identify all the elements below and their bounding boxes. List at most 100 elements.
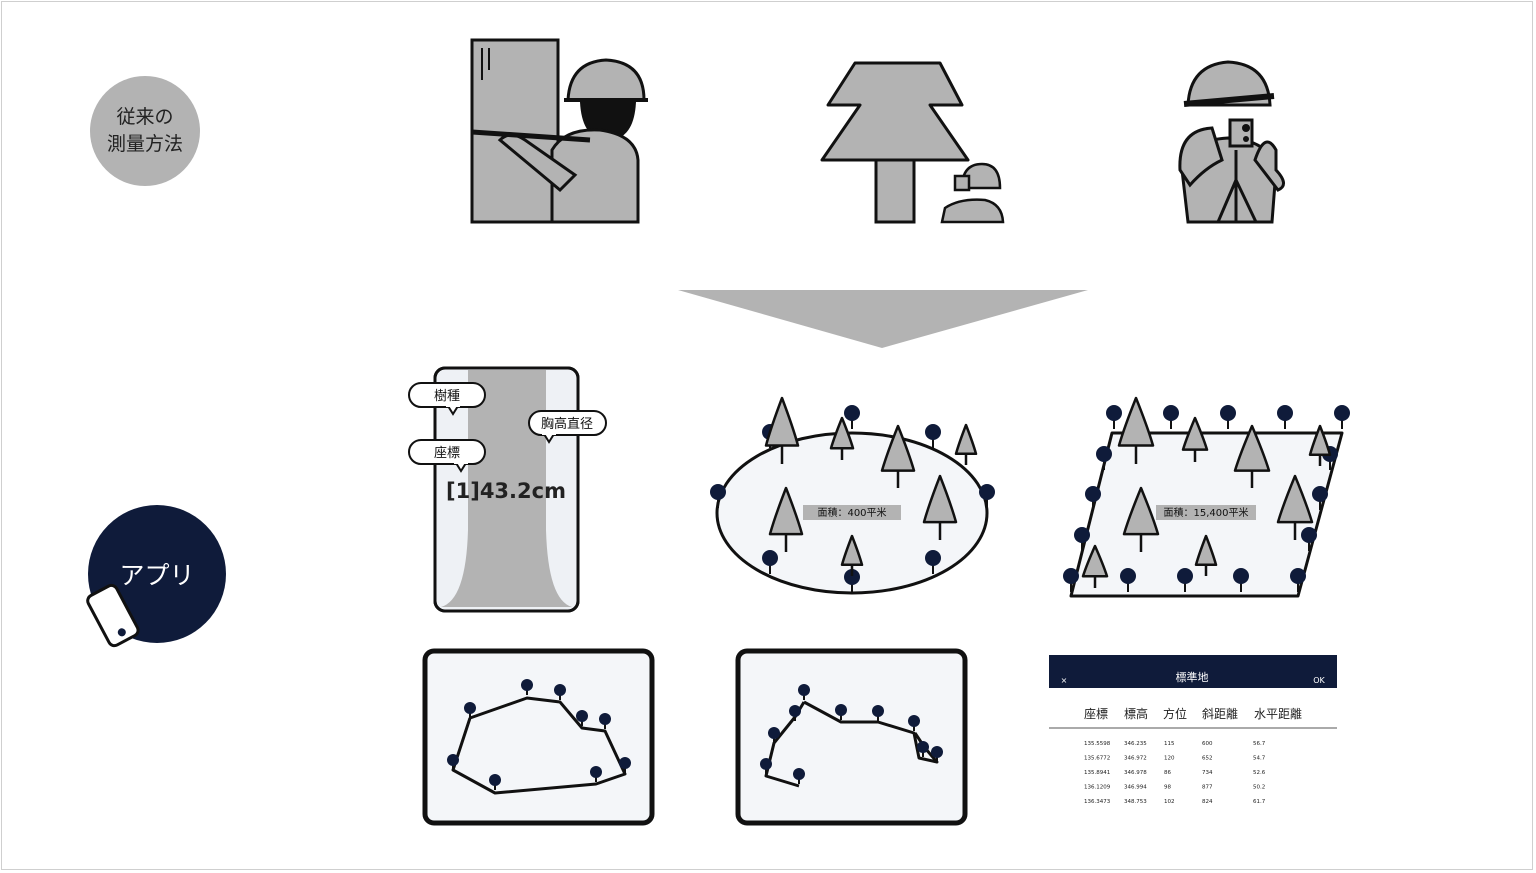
table-cell: 348.753 (1124, 799, 1147, 805)
tablet-polygon-panel-1 (422, 648, 655, 826)
boundary-pin-icon (1312, 486, 1328, 510)
tree-icon (1181, 416, 1209, 462)
table-cell: 56.7 (1253, 741, 1266, 747)
boundary-pin-icon (1177, 568, 1193, 592)
tree-icon (764, 396, 800, 464)
table-ok-button[interactable]: OK (1313, 676, 1325, 685)
boundary-pin-icon (1301, 527, 1317, 551)
tree-icon (1081, 544, 1109, 588)
boundary-pin-icon (710, 484, 726, 508)
table-cell: 102 (1164, 799, 1175, 805)
boundary-point-icon (793, 768, 805, 784)
tree-measurement-panel: 樹種 座標 胸高直径 [1]43.2cm (408, 366, 607, 613)
table-cell: 346.994 (1124, 785, 1147, 791)
traditional-label-line2: 測量方法 (106, 133, 183, 155)
tree-icon (1117, 396, 1155, 464)
parallelogram-area-label: 面積：15,400平米 (1164, 506, 1249, 519)
table-cell: 50.2 (1253, 785, 1265, 791)
boundary-pin-icon (1163, 405, 1179, 429)
boundary-pin-icon (844, 405, 860, 429)
tree-icon (768, 486, 804, 552)
illustration-measuring-trunk (470, 38, 648, 224)
table-close-button[interactable]: × (1061, 676, 1068, 685)
traditional-method-badge: 従来の 測量方法 (90, 76, 200, 186)
boundary-pin-icon (925, 550, 941, 574)
tablet-polygon-panel-2 (735, 648, 968, 826)
boundary-pin-icon (1063, 568, 1079, 592)
coords-bubble: 座標 (408, 439, 486, 473)
table-cell: 135.5598 (1084, 741, 1111, 747)
dbh-label: 胸高直径 (541, 416, 593, 432)
boundary-point-icon (931, 746, 943, 762)
table-cell: 600 (1202, 741, 1213, 747)
table-column-headers: 座標標高方位斜距離水平距離 (1084, 706, 1302, 721)
boundary-pin-icon (1220, 405, 1236, 429)
tree-icon (954, 423, 978, 465)
table-cell: 877 (1202, 785, 1213, 791)
boundary-point-icon (489, 774, 501, 790)
boundary-point-icon (619, 757, 631, 773)
table-cell: 346.978 (1124, 770, 1147, 776)
table-cell: 54.7 (1253, 756, 1266, 762)
boundary-pin-icon (1233, 568, 1249, 592)
boundary-point-icon (768, 727, 780, 743)
tree-icon (1194, 534, 1218, 576)
table-cell: 136.3473 (1084, 799, 1111, 805)
table-row: 136.3473 348.753 102 824 61.7 (1084, 799, 1266, 805)
table-cell: 98 (1164, 785, 1171, 791)
table-cell: 61.7 (1253, 799, 1266, 805)
boundary-pin-icon (1085, 486, 1101, 510)
tree-icon (922, 474, 958, 540)
table-header-bar (1049, 655, 1337, 688)
boundary-pin-icon (1277, 405, 1293, 429)
boundary-point-icon (789, 705, 801, 721)
boundary-pin-icon (1290, 568, 1306, 592)
tree-icon (1122, 486, 1160, 552)
dbh-value: [1]43.2cm (446, 479, 566, 503)
boundary-pin-icon (844, 569, 860, 593)
table-cell: 120 (1164, 756, 1175, 762)
boundary-pin-icon (762, 550, 778, 574)
table-cell: 824 (1202, 799, 1213, 805)
table-cell: 86 (1164, 770, 1171, 776)
table-column-header: 水平距離 (1254, 707, 1302, 721)
table-column-header: 標高 (1124, 706, 1148, 721)
illustration-measuring-height (820, 61, 1005, 224)
table-cell: 346.235 (1124, 741, 1147, 747)
parallelogram-area-panel: 面積：15,400平米 (1063, 396, 1350, 598)
ellipse-area-label: 面積：400平米 (817, 506, 886, 519)
tree-icon (1308, 424, 1332, 466)
table-cell: 52.6 (1253, 770, 1266, 776)
table-row: 136.1209 346.994 98 877 50.2 (1084, 785, 1265, 791)
boundary-point-icon (447, 754, 459, 770)
boundary-point-icon (521, 679, 533, 695)
tree-icon (880, 424, 916, 488)
phone-icon (86, 583, 140, 648)
boundary-pin-icon (925, 424, 941, 448)
boundary-point-icon (798, 684, 810, 700)
boundary-point-icon (835, 704, 847, 720)
boundary-pin-icon (1106, 405, 1122, 429)
table-cell: 135.8941 (1084, 770, 1110, 776)
boundary-point-icon (872, 705, 884, 721)
app-label: アプリ (119, 561, 195, 590)
boundary-point-icon (599, 713, 611, 729)
boundary-point-icon (554, 684, 566, 700)
boundary-point-icon (576, 710, 588, 726)
table-column-header: 座標 (1084, 706, 1108, 721)
table-cell: 136.1209 (1084, 785, 1111, 791)
boundary-pin-icon (979, 484, 995, 508)
illustration-surveyor-camera (1178, 60, 1285, 224)
boundary-point-icon (760, 758, 772, 774)
tree-icon (829, 416, 855, 460)
table-column-header: 方位 (1163, 706, 1187, 721)
boundary-point-icon (464, 702, 476, 718)
boundary-point-icon (590, 766, 602, 782)
boundary-pin-icon (1120, 568, 1136, 592)
boundary-point-icon (917, 741, 929, 757)
